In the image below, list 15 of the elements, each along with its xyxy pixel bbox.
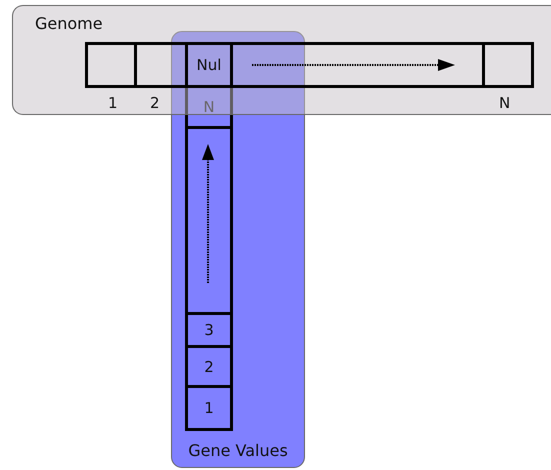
position-number: 1 (108, 94, 118, 112)
genome-cell (482, 42, 534, 88)
panel-title: Genome (35, 14, 103, 33)
value-cell: 3 (185, 312, 233, 348)
value-cell: N (185, 85, 233, 129)
value-cell: 2 (185, 345, 233, 388)
position-number: 2 (150, 94, 160, 112)
value-cell: 1 (185, 385, 233, 431)
value-cell (185, 126, 233, 315)
genome-cell (85, 42, 137, 88)
panel-title: Gene Values (188, 441, 288, 460)
nul-cell: Nul (185, 42, 233, 88)
genome-panel (12, 5, 551, 115)
gene-values-panel (171, 31, 305, 468)
position-number: N (499, 94, 510, 112)
